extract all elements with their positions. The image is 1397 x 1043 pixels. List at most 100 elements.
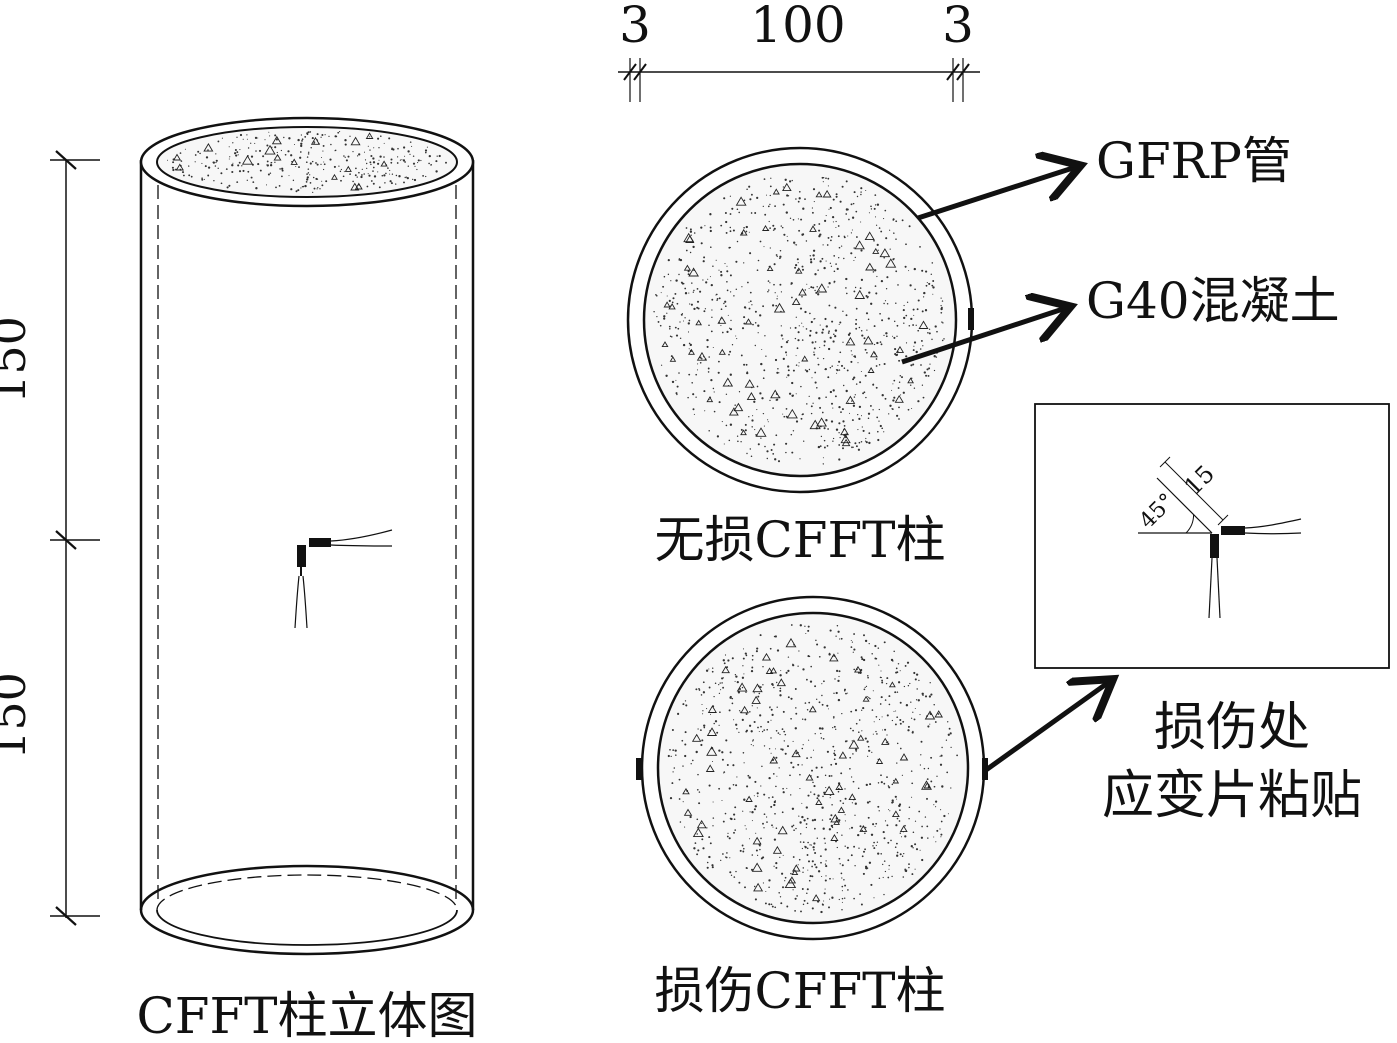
concrete-grain bbox=[300, 144, 303, 148]
concrete-grain bbox=[682, 703, 685, 706]
concrete-grain bbox=[343, 155, 345, 157]
concrete-grain bbox=[723, 772, 725, 774]
concrete-grain bbox=[226, 186, 229, 189]
concrete-grain bbox=[812, 188, 816, 191]
concrete-grain bbox=[730, 874, 733, 876]
concrete-grain bbox=[845, 213, 848, 215]
concrete-grain bbox=[690, 234, 692, 236]
concrete-aggregate bbox=[718, 348, 726, 355]
concrete-grain bbox=[871, 751, 873, 753]
concrete-grain bbox=[343, 171, 345, 173]
concrete-grain bbox=[893, 320, 896, 323]
concrete-grain bbox=[663, 317, 666, 320]
concrete-grain bbox=[775, 399, 778, 401]
concrete-grain bbox=[845, 389, 848, 393]
concrete-aggregate bbox=[875, 757, 884, 764]
concrete-aggregate bbox=[173, 153, 182, 161]
concrete-aggregate bbox=[881, 737, 890, 745]
concrete-grain bbox=[729, 695, 732, 698]
concrete-grain bbox=[887, 785, 890, 787]
concrete-grain bbox=[811, 860, 814, 863]
concrete-aggregate bbox=[762, 225, 769, 231]
concrete-grain bbox=[383, 156, 385, 158]
concrete-grain bbox=[389, 173, 391, 175]
concrete-grain bbox=[757, 332, 759, 334]
dim-core-diameter: 100 bbox=[750, 0, 845, 54]
concrete-grain bbox=[899, 747, 902, 750]
concrete-grain bbox=[883, 256, 886, 259]
concrete-grain bbox=[288, 137, 291, 140]
concrete-grain bbox=[839, 200, 842, 203]
concrete-grain bbox=[691, 282, 693, 284]
concrete-grain bbox=[743, 363, 746, 366]
concrete-grain bbox=[809, 329, 812, 332]
concrete-grain bbox=[893, 710, 895, 712]
concrete-grain bbox=[801, 233, 804, 236]
concrete-grain bbox=[383, 142, 385, 144]
concrete-grain bbox=[851, 419, 854, 422]
concrete-grain bbox=[792, 218, 795, 221]
concrete-grain bbox=[831, 365, 833, 367]
concrete-grain bbox=[922, 396, 925, 399]
concrete-grain bbox=[798, 858, 801, 861]
concrete-grain bbox=[865, 396, 867, 399]
concrete-grain bbox=[770, 708, 773, 711]
concrete-grain bbox=[859, 381, 862, 384]
concrete-grain bbox=[207, 149, 209, 151]
concrete-grain bbox=[850, 232, 853, 234]
concrete-grain bbox=[835, 263, 837, 265]
concrete-grain bbox=[676, 393, 678, 396]
concrete-grain bbox=[795, 827, 797, 830]
concrete-grain bbox=[838, 405, 841, 409]
concrete-grain bbox=[802, 668, 805, 671]
concrete-grain bbox=[797, 665, 799, 667]
concrete-grain bbox=[806, 888, 809, 891]
concrete-grain bbox=[867, 318, 870, 321]
concrete-grain bbox=[853, 648, 856, 651]
concrete-grain bbox=[334, 135, 337, 138]
concrete-grain bbox=[205, 156, 209, 159]
concrete-grain bbox=[412, 162, 416, 165]
strain-gauge-3d bbox=[294, 529, 393, 629]
concrete-grain bbox=[928, 328, 931, 330]
concrete-grain bbox=[679, 258, 683, 262]
concrete-grain bbox=[913, 387, 916, 389]
concrete-grain bbox=[832, 745, 835, 748]
concrete-grain bbox=[257, 163, 260, 166]
concrete-grain bbox=[892, 383, 894, 385]
concrete-grain bbox=[274, 134, 277, 137]
column-bottom-inner-arc-hidden bbox=[156, 874, 458, 911]
concrete-grain bbox=[713, 695, 715, 698]
concrete-grain bbox=[311, 160, 314, 163]
concrete-grain bbox=[246, 138, 248, 140]
concrete-grain bbox=[714, 682, 717, 684]
concrete-grain bbox=[377, 137, 380, 140]
concrete-core-damaged bbox=[656, 611, 970, 925]
concrete-grain bbox=[793, 829, 795, 831]
concrete-grain bbox=[749, 711, 751, 713]
concrete-grain bbox=[355, 167, 357, 170]
concrete-grain bbox=[859, 287, 862, 289]
concrete-grain bbox=[865, 294, 868, 298]
concrete-grain bbox=[316, 188, 318, 190]
concrete-grain bbox=[863, 391, 866, 394]
concrete-grain bbox=[213, 180, 215, 182]
concrete-grain bbox=[673, 767, 676, 769]
concrete-grain bbox=[744, 825, 746, 827]
concrete-grain bbox=[819, 346, 821, 348]
concrete-grain bbox=[802, 871, 804, 874]
concrete-grain bbox=[753, 400, 756, 403]
concrete-grain bbox=[417, 162, 419, 164]
concrete-grain bbox=[860, 370, 862, 373]
concrete-grain bbox=[372, 182, 375, 185]
concrete-grain bbox=[356, 176, 358, 178]
concrete-grain bbox=[793, 241, 796, 244]
concrete-grain bbox=[869, 697, 871, 700]
concrete-grain bbox=[886, 714, 889, 717]
concrete-grain bbox=[725, 231, 728, 234]
concrete-grain bbox=[697, 307, 700, 310]
concrete-grain bbox=[883, 837, 886, 840]
column-3d-view bbox=[139, 116, 475, 956]
concrete-grain bbox=[231, 164, 234, 167]
concrete-grain bbox=[876, 243, 879, 246]
